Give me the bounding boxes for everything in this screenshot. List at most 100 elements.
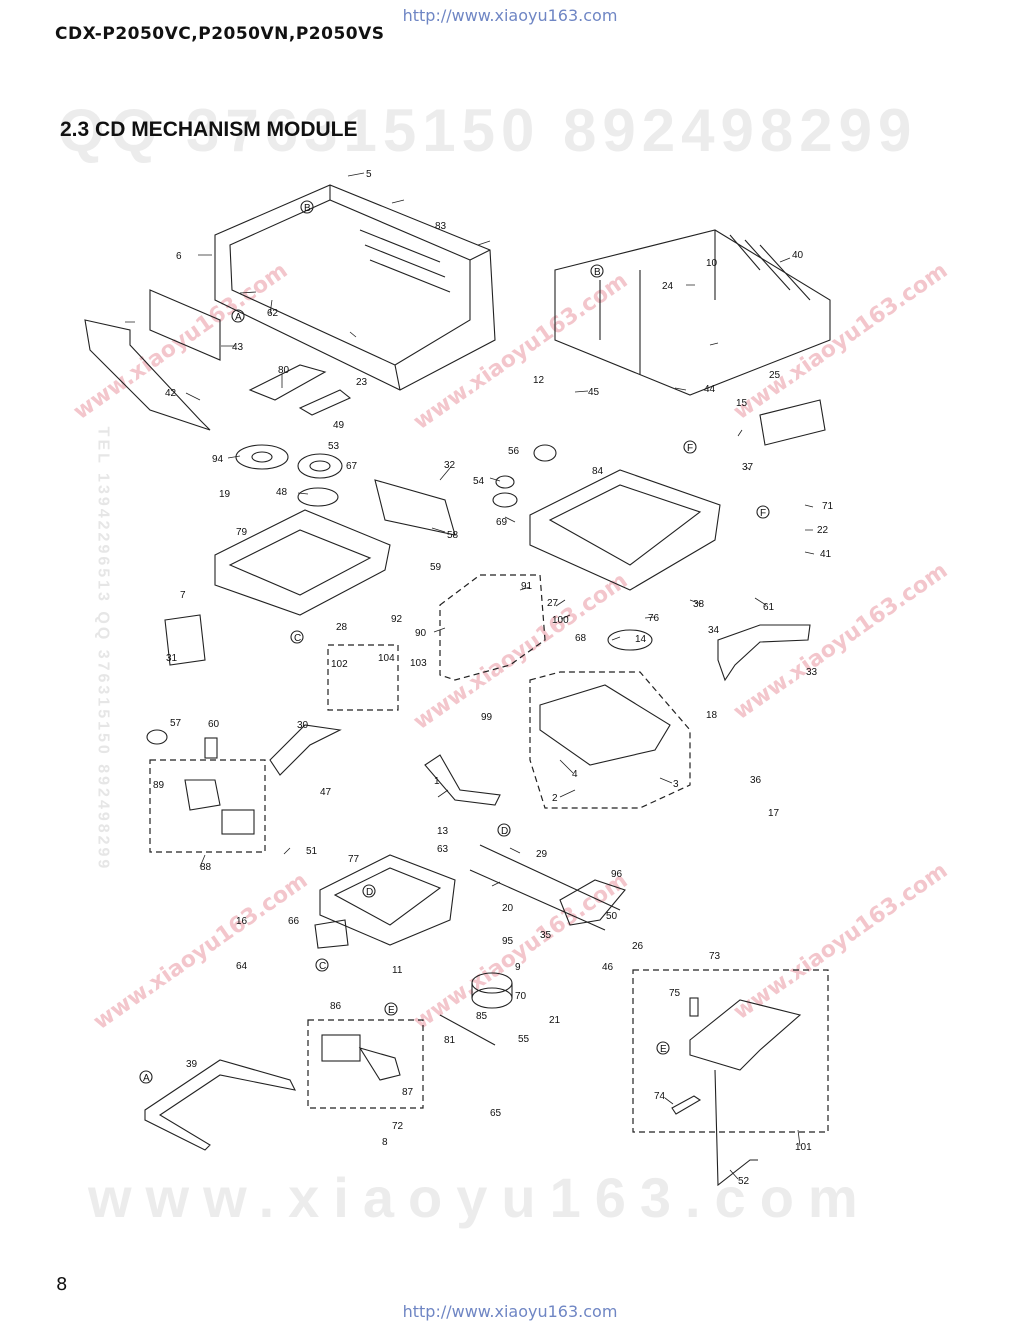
callout-53: 53: [328, 441, 340, 452]
reference-mark-f-top: F: [683, 440, 697, 454]
spindle-motor-85: [439, 972, 513, 1046]
callout-90: 90: [415, 628, 427, 639]
svg-text:D: D: [366, 887, 373, 898]
mechanism-frame-79: [164, 479, 456, 666]
callout-75: 75: [669, 988, 681, 999]
callout-100: 100: [552, 615, 569, 626]
callout-104: 104: [378, 653, 395, 664]
reference-mark-c-bottom: C: [315, 958, 329, 972]
svg-text:E: E: [388, 1005, 395, 1016]
reference-mark-c-top: C: [290, 630, 304, 644]
callout-42: 42: [165, 388, 177, 399]
callout-6: 6: [176, 251, 182, 262]
callout-38: 38: [693, 599, 705, 610]
reference-mark-a-bottom: A: [139, 1070, 153, 1084]
cam-lever-34: [717, 624, 811, 682]
svg-text:C: C: [319, 961, 326, 972]
center-plate-84: [492, 444, 721, 651]
callout-19: 19: [219, 489, 231, 500]
callout-8: 8: [382, 1137, 388, 1148]
callout-14: 14: [635, 634, 647, 645]
callout-83: 83: [435, 221, 447, 232]
callout-37: 37: [742, 462, 754, 473]
reference-mark-b-top: B: [300, 200, 314, 214]
callout-96: 96: [611, 869, 623, 880]
callout-45: 45: [588, 387, 600, 398]
callout-16: 16: [236, 916, 248, 927]
callout-13: 13: [437, 826, 449, 837]
flat-cable-1: [424, 754, 501, 806]
callout-35: 35: [540, 930, 552, 941]
bracket-43: [84, 289, 221, 431]
callout-39: 39: [186, 1059, 198, 1070]
callout-7: 7: [180, 590, 186, 601]
callout-80: 80: [278, 365, 290, 376]
callout-29: 29: [536, 849, 548, 860]
callout-25: 25: [769, 370, 781, 381]
motor-assembly-88: [146, 729, 255, 835]
section-title: 2.3 CD MECHANISM MODULE: [60, 118, 358, 141]
callout-40: 40: [792, 250, 804, 261]
callout-20: 20: [502, 903, 514, 914]
site-watermark: www.xiaoyu163.com: [729, 858, 952, 1025]
callout-70: 70: [515, 991, 527, 1002]
site-watermark: www.xiaoyu163.com: [409, 268, 632, 435]
callout-59: 59: [430, 562, 442, 573]
svg-text:B: B: [594, 267, 601, 278]
callout-61: 61: [763, 602, 775, 613]
callout-27: 27: [547, 598, 559, 609]
gear-assembly: [235, 364, 352, 507]
callout-56: 56: [508, 446, 520, 457]
callout-3: 3: [673, 779, 679, 790]
qq-watermark: QQ 376315150 892498299: [58, 97, 918, 164]
plate-73: [671, 997, 802, 1187]
callout-71: 71: [822, 501, 834, 512]
site-watermark: www.xiaoyu163.com: [409, 868, 632, 1035]
callout-81: 81: [444, 1035, 456, 1046]
callout-11: 11: [392, 965, 403, 976]
site-watermark: www.xiaoyu163.com: [89, 868, 312, 1035]
callout-33: 33: [806, 667, 818, 678]
callout-32: 32: [444, 460, 456, 471]
callout-76: 76: [648, 613, 660, 624]
reference-mark-d-top: D: [497, 823, 511, 837]
callout-44: 44: [704, 384, 716, 395]
callout-28: 28: [336, 622, 348, 633]
callout-23: 23: [356, 377, 368, 388]
reference-mark-group: B A B F F C D D C E E A: [139, 200, 770, 1084]
callout-73: 73: [709, 951, 721, 962]
callout-66: 66: [288, 916, 300, 927]
callout-77: 77: [348, 854, 360, 865]
callout-group: 1 2 3 4 5 6 7 8 9 10 11 12 13 14 15 16 1…: [153, 169, 834, 1187]
callout-17: 17: [768, 808, 780, 819]
source-url-top: http://www.xiaoyu163.com: [402, 6, 618, 25]
callout-74: 74: [654, 1091, 666, 1102]
callout-49: 49: [333, 420, 345, 431]
reference-mark-b-right: B: [590, 264, 604, 278]
callout-85: 85: [476, 1011, 488, 1022]
callout-47: 47: [320, 787, 332, 798]
site-watermark-group: www.xiaoyu163.com www.xiaoyu163.com www.…: [69, 258, 952, 1035]
callout-79: 79: [236, 527, 248, 538]
arm-30: [269, 724, 342, 776]
callout-31: 31: [166, 653, 178, 664]
callout-62: 62: [267, 308, 279, 319]
main-frame-77: [314, 854, 456, 949]
callout-50: 50: [606, 911, 618, 922]
callout-52: 52: [738, 1176, 750, 1187]
callout-99: 99: [481, 712, 493, 723]
reference-mark-e-right: E: [656, 1041, 670, 1055]
callout-57: 57: [170, 718, 182, 729]
callout-69: 69: [496, 517, 508, 528]
svg-text:C: C: [294, 633, 301, 644]
callout-91: 91: [521, 581, 533, 592]
svg-text:A: A: [143, 1073, 150, 1084]
reference-mark-f-right: F: [756, 505, 770, 519]
callout-86: 86: [330, 1001, 342, 1012]
callout-63: 63: [437, 844, 449, 855]
callout-43: 43: [232, 342, 244, 353]
callout-89: 89: [153, 780, 165, 791]
model-header: CDX-P2050VC,P2050VN,P2050VS: [55, 24, 385, 44]
callout-10: 10: [706, 258, 718, 269]
